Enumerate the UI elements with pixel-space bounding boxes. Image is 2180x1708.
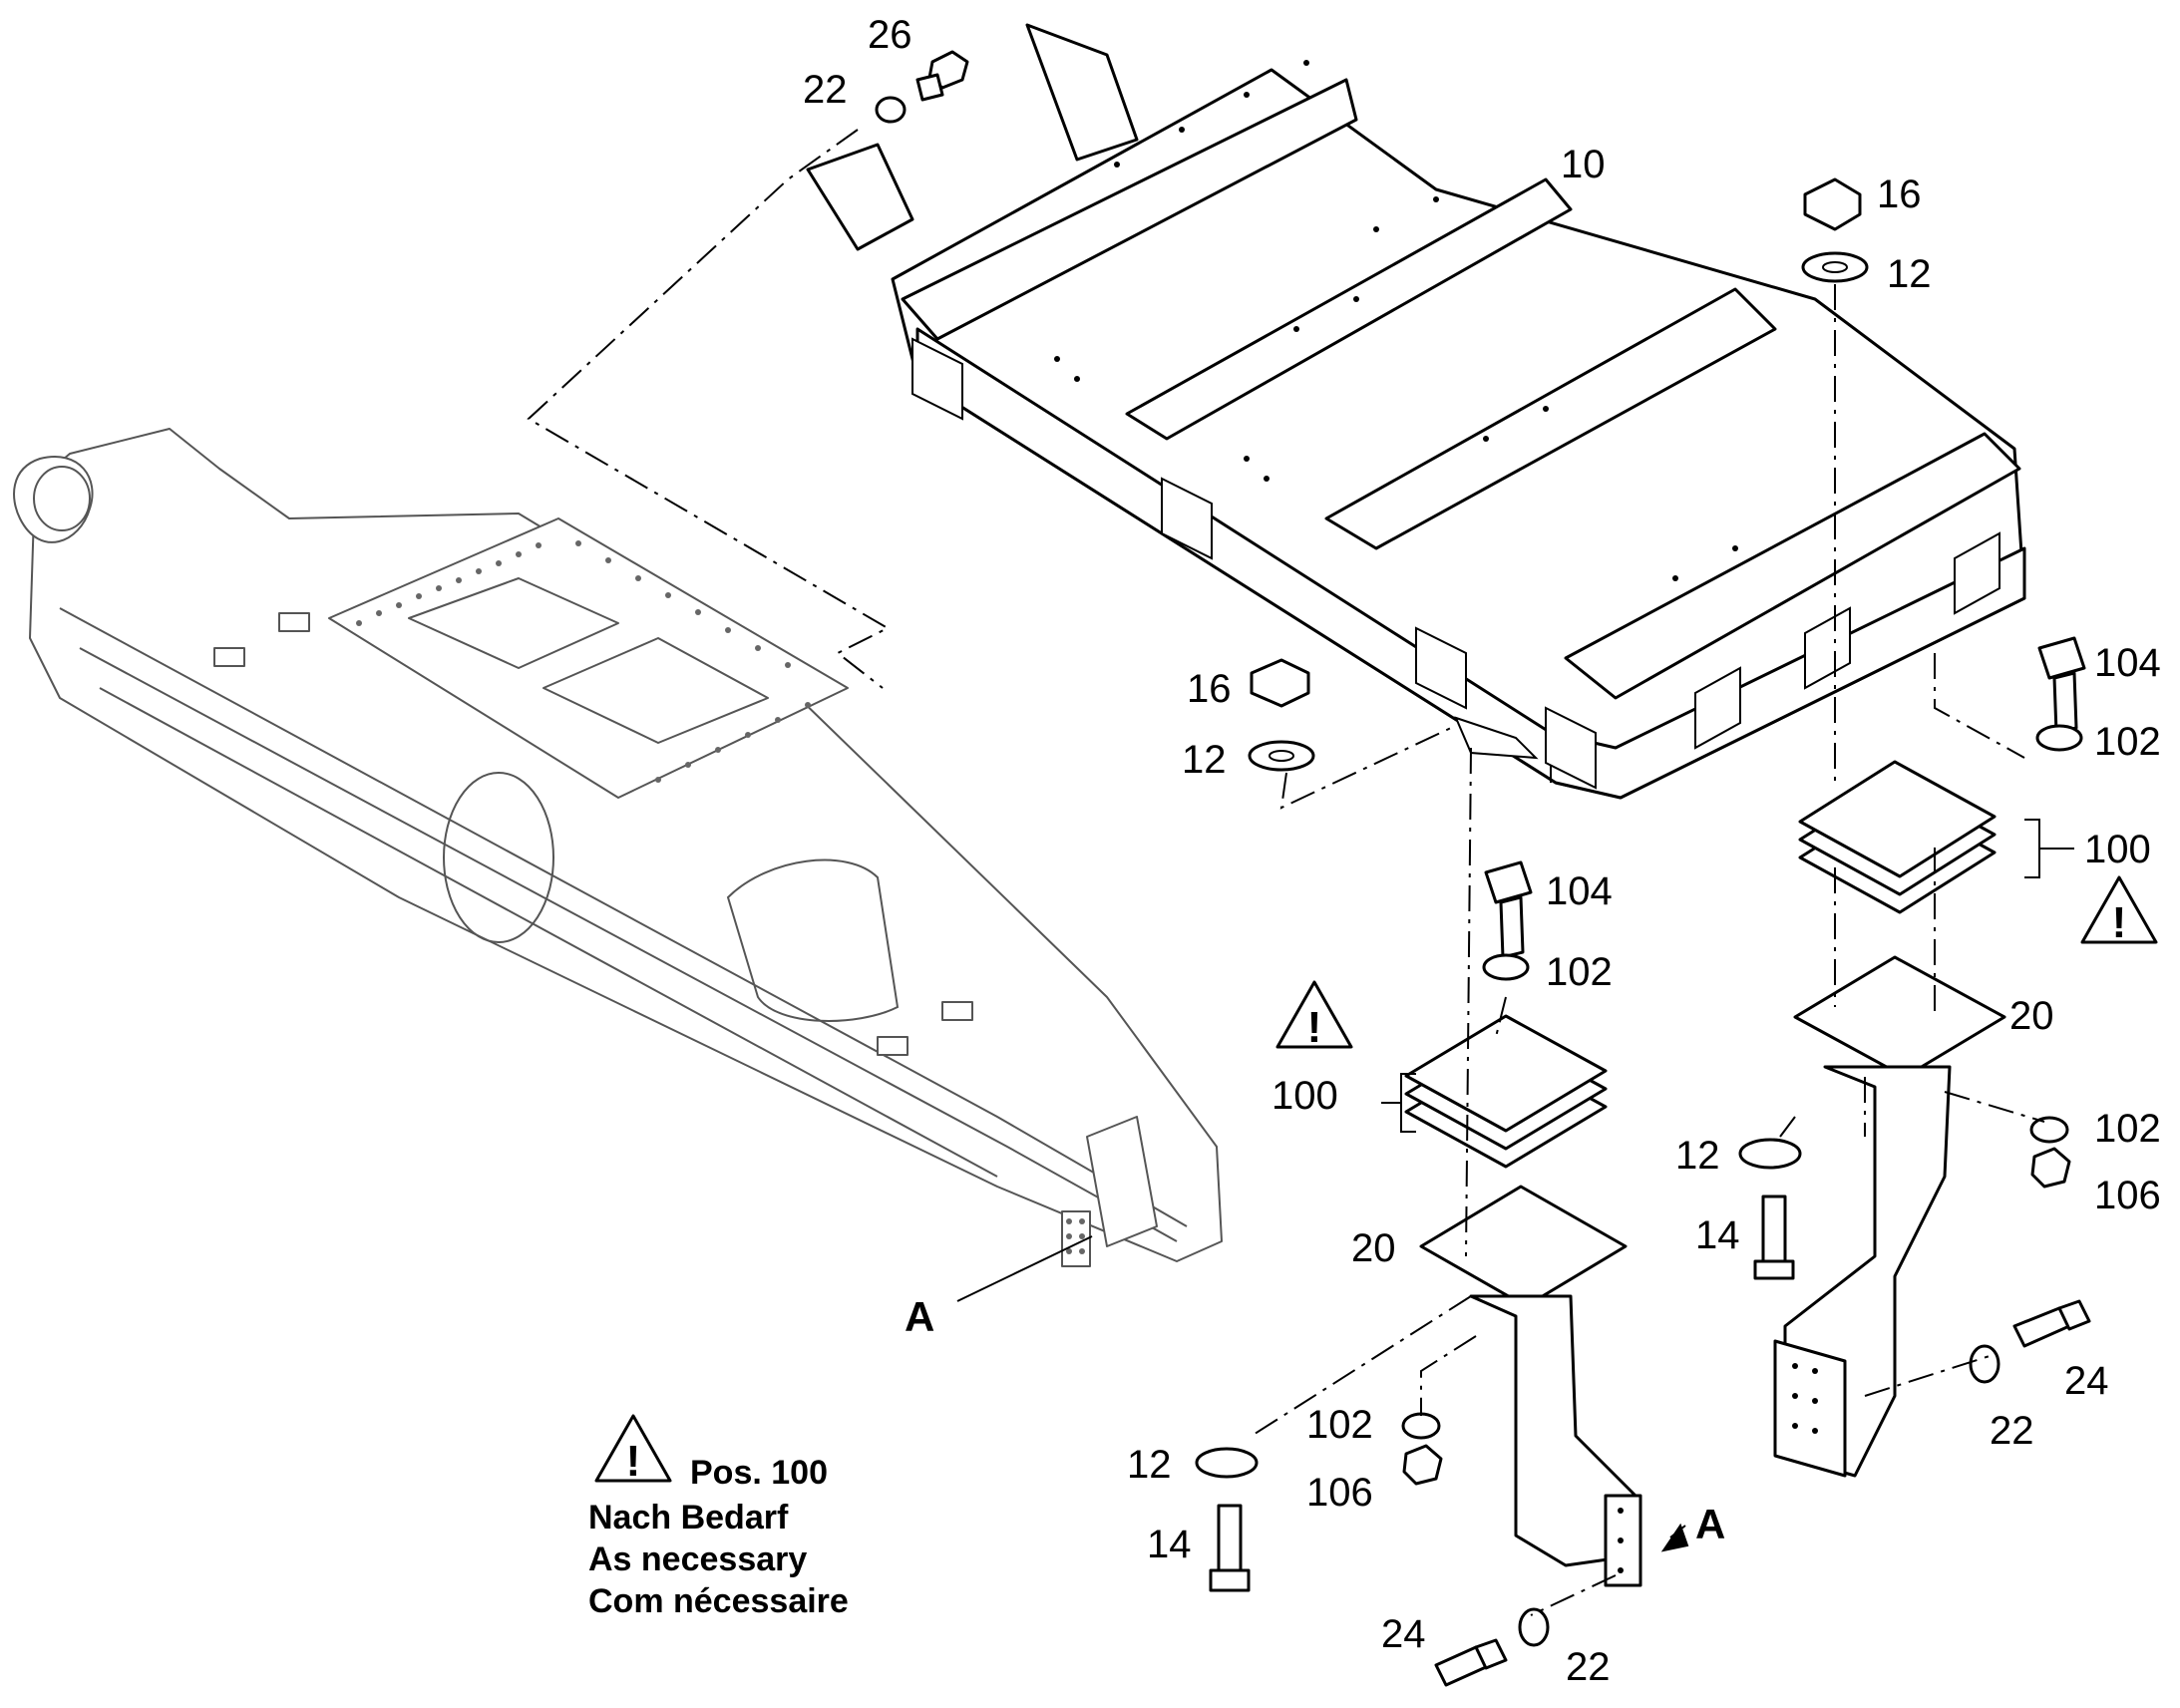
left-bracket-assembly	[1195, 658, 1642, 1687]
label-22-lbr: 22	[1566, 1645, 1611, 1689]
label-106-rbr: 106	[2094, 1174, 2161, 1217]
nut-icon	[2030, 1147, 2071, 1189]
svg-text:!: !	[2112, 898, 2127, 947]
note-block: Pos. 100 Nach Bedarf As necessary Com né…	[588, 1454, 849, 1620]
bolt-icon	[1217, 1504, 1243, 1572]
ref-a-frame: A	[905, 1293, 934, 1340]
upper-frame	[806, 23, 2026, 800]
nut-icon	[1803, 177, 1862, 231]
label-14-rbr: 14	[1695, 1213, 1740, 1257]
washer-icon	[2029, 1116, 2069, 1144]
label-100-right: 100	[2084, 828, 2151, 871]
position-labels: 26 22 10 16 12 16 12 104 102 100 20 12 1…	[803, 13, 2161, 1689]
bolt-icon	[1484, 860, 1533, 904]
washer-icon	[1738, 1138, 1802, 1170]
label-106-lbr: 106	[1306, 1471, 1373, 1515]
warning-icon: !	[2080, 875, 2158, 947]
label-22-rbr: 22	[1990, 1409, 2034, 1453]
note-pos: Pos. 100	[690, 1454, 828, 1492]
label-14-lbr: 14	[1147, 1523, 1192, 1566]
nut-icon	[1250, 658, 1310, 708]
warning-icon: !	[1275, 980, 1353, 1052]
washer-icon	[1401, 1412, 1441, 1440]
washer-icon	[1482, 953, 1530, 981]
note-fr: Com nécessaire	[588, 1582, 849, 1620]
bolt-icon	[2037, 636, 2086, 680]
label-16-right: 16	[1877, 172, 1922, 216]
washer-icon	[2035, 724, 2083, 752]
washer-icon	[1518, 1607, 1550, 1647]
label-20-left: 20	[1351, 1226, 1396, 1270]
arrow-a-icon	[1660, 1523, 1689, 1552]
label-16-mid: 16	[1187, 667, 1232, 711]
label-102-lbr: 102	[1306, 1403, 1373, 1447]
label-24-lbr: 24	[1381, 1612, 1426, 1656]
nut-icon	[1402, 1444, 1443, 1486]
label-100-left: 100	[1272, 1074, 1338, 1118]
right-bracket-assembly	[1738, 177, 2091, 1478]
warning-icon: !	[594, 1414, 672, 1486]
note-de: Nach Bedarf	[588, 1499, 789, 1537]
label-12-lbr: 12	[1127, 1443, 1172, 1487]
label-22-top: 22	[803, 68, 848, 112]
carrier-frame	[13, 428, 1223, 1267]
label-10: 10	[1561, 143, 1606, 186]
bolt-icon	[1761, 1195, 1787, 1263]
bracket-20-right	[1793, 955, 2006, 1079]
label-24-rbr: 24	[2064, 1359, 2109, 1403]
washer-icon	[875, 96, 907, 124]
ref-a-bracket: A	[1695, 1501, 1725, 1547]
label-20-right: 20	[2009, 994, 2054, 1038]
top-fasteners	[875, 50, 969, 124]
label-12-rbr: 12	[1675, 1134, 1720, 1178]
svg-text:!: !	[1307, 1003, 1322, 1052]
label-104-right: 104	[2094, 641, 2161, 685]
label-102-rbr: 102	[2094, 1107, 2161, 1151]
bracket-20-left	[1419, 1185, 1628, 1308]
note-en: As necessary	[588, 1540, 807, 1578]
shim-stack-icon	[1404, 1014, 1608, 1169]
assembly-lines	[527, 129, 2045, 1616]
shim-stack-icon	[1798, 760, 1997, 914]
svg-text:!: !	[626, 1437, 641, 1486]
label-102-left: 102	[1546, 950, 1613, 994]
label-104-left: 104	[1546, 869, 1613, 913]
label-12-right: 12	[1887, 252, 1932, 296]
label-26: 26	[868, 13, 912, 57]
label-12-mid: 12	[1182, 738, 1227, 782]
washer-icon	[1195, 1447, 1259, 1479]
label-102-right: 102	[2094, 720, 2161, 764]
washer-icon	[1969, 1344, 2000, 1384]
